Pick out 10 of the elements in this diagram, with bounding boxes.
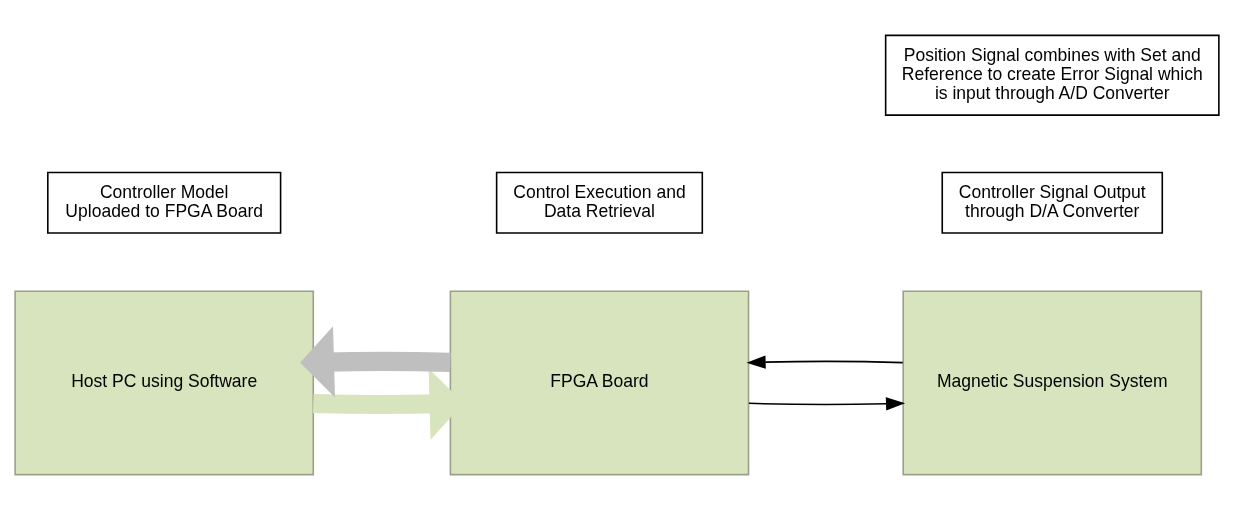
node-box: Host PC using Software — [14, 290, 315, 476]
node-box: Control Execution and Data Retrieval — [495, 171, 704, 234]
node-box: Position Signal combines with Set and Reference to create Error Signal which is input through A/D Converter — [884, 34, 1220, 116]
arrow — [748, 397, 906, 411]
arrow — [746, 355, 904, 369]
node-box: Magnetic Suspension System — [902, 290, 1203, 476]
arrow — [300, 326, 451, 398]
node-box: Controller Model Uploaded to FPGA Board — [47, 171, 282, 234]
node-box: Controller Signal Output through D/A Converter — [941, 171, 1164, 234]
node-box: FPGA Board — [449, 290, 750, 476]
